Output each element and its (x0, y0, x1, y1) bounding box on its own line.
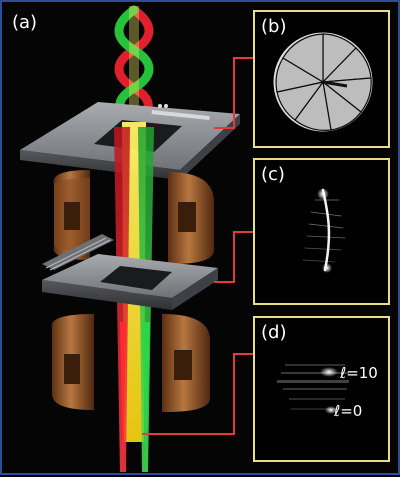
mode-label-l0: ℓ=0 (334, 402, 363, 420)
copper-magnet-upper (53, 170, 214, 264)
leader-lines (142, 57, 253, 435)
copper-magnet-lower (51, 314, 210, 412)
spiral-phase-plate-icon (273, 32, 373, 132)
mode-label-l10: ℓ=10 (340, 364, 378, 382)
inset-b-spiral-phase-plate: (b) (253, 10, 390, 148)
panel-label-a: (a) (12, 12, 38, 33)
panel-label-c: (c) (261, 164, 285, 185)
inset-d-oam-modes: (d) ℓ=10 ℓ=0 (253, 316, 390, 462)
diffraction-pattern-icon (302, 188, 346, 273)
panel-label-b: (b) (261, 16, 287, 37)
bottom-stage-plate (42, 254, 218, 310)
ribbon-cable (42, 234, 114, 271)
oam-mode-image-icon (277, 364, 349, 414)
inset-c-diffraction: (c) (253, 158, 390, 305)
panel-label-d: (d) (261, 322, 287, 343)
